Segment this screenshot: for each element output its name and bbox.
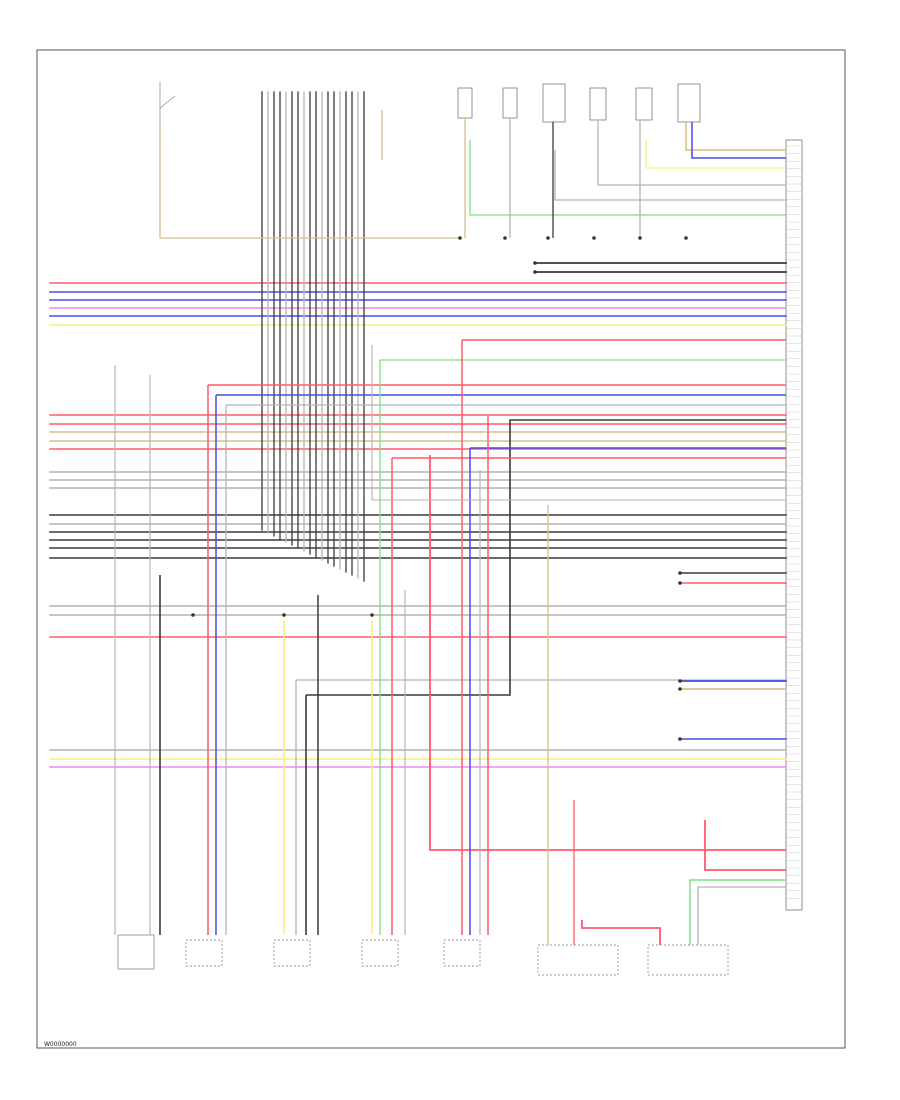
- wire: [306, 419, 786, 696]
- component-box: [677, 83, 701, 123]
- splice-dot: [678, 737, 682, 741]
- wire: [691, 122, 786, 159]
- splice-points: [191, 236, 688, 741]
- wire: [159, 130, 460, 239]
- wire: [554, 150, 786, 201]
- component-box: [589, 87, 607, 121]
- splice-dot: [678, 581, 682, 585]
- wire: [645, 140, 786, 169]
- top-components: [159, 82, 701, 130]
- component-box: [457, 87, 473, 119]
- splice-dot: [191, 613, 195, 617]
- wire: [697, 886, 786, 945]
- component-box: [361, 939, 399, 967]
- component-box: [443, 939, 481, 967]
- diagram-frame: [36, 49, 846, 1049]
- splice-dot: [370, 613, 374, 617]
- splice-dot: [678, 687, 682, 691]
- component-box: [502, 87, 518, 119]
- wire: [685, 122, 786, 151]
- component-box: [273, 939, 311, 967]
- wire-harness: [49, 91, 787, 945]
- splice-dot: [458, 236, 462, 240]
- wire: [429, 455, 786, 851]
- component-box: [537, 944, 619, 976]
- component-switch: [159, 95, 176, 109]
- splice-dot: [546, 236, 550, 240]
- splice-dot: [282, 613, 286, 617]
- component-box: [185, 939, 223, 967]
- component-box: [117, 934, 155, 970]
- wire: [469, 140, 786, 216]
- wire: [597, 120, 786, 186]
- splice-dot: [503, 236, 507, 240]
- wire: [689, 879, 786, 945]
- component-box: [635, 87, 653, 121]
- splice-dot: [533, 261, 537, 265]
- component-box: [542, 83, 566, 123]
- component-box: [647, 944, 729, 976]
- splice-dot: [638, 236, 642, 240]
- splice-dot: [533, 270, 537, 274]
- diagram-code: W0000000: [44, 1041, 77, 1048]
- control-module-connector: [785, 139, 803, 911]
- splice-dot: [678, 571, 682, 575]
- splice-dot: [678, 679, 682, 683]
- splice-dot: [684, 236, 688, 240]
- wire: [581, 920, 661, 945]
- wire: [704, 820, 786, 871]
- splice-dot: [592, 236, 596, 240]
- bottom-components: [117, 934, 729, 976]
